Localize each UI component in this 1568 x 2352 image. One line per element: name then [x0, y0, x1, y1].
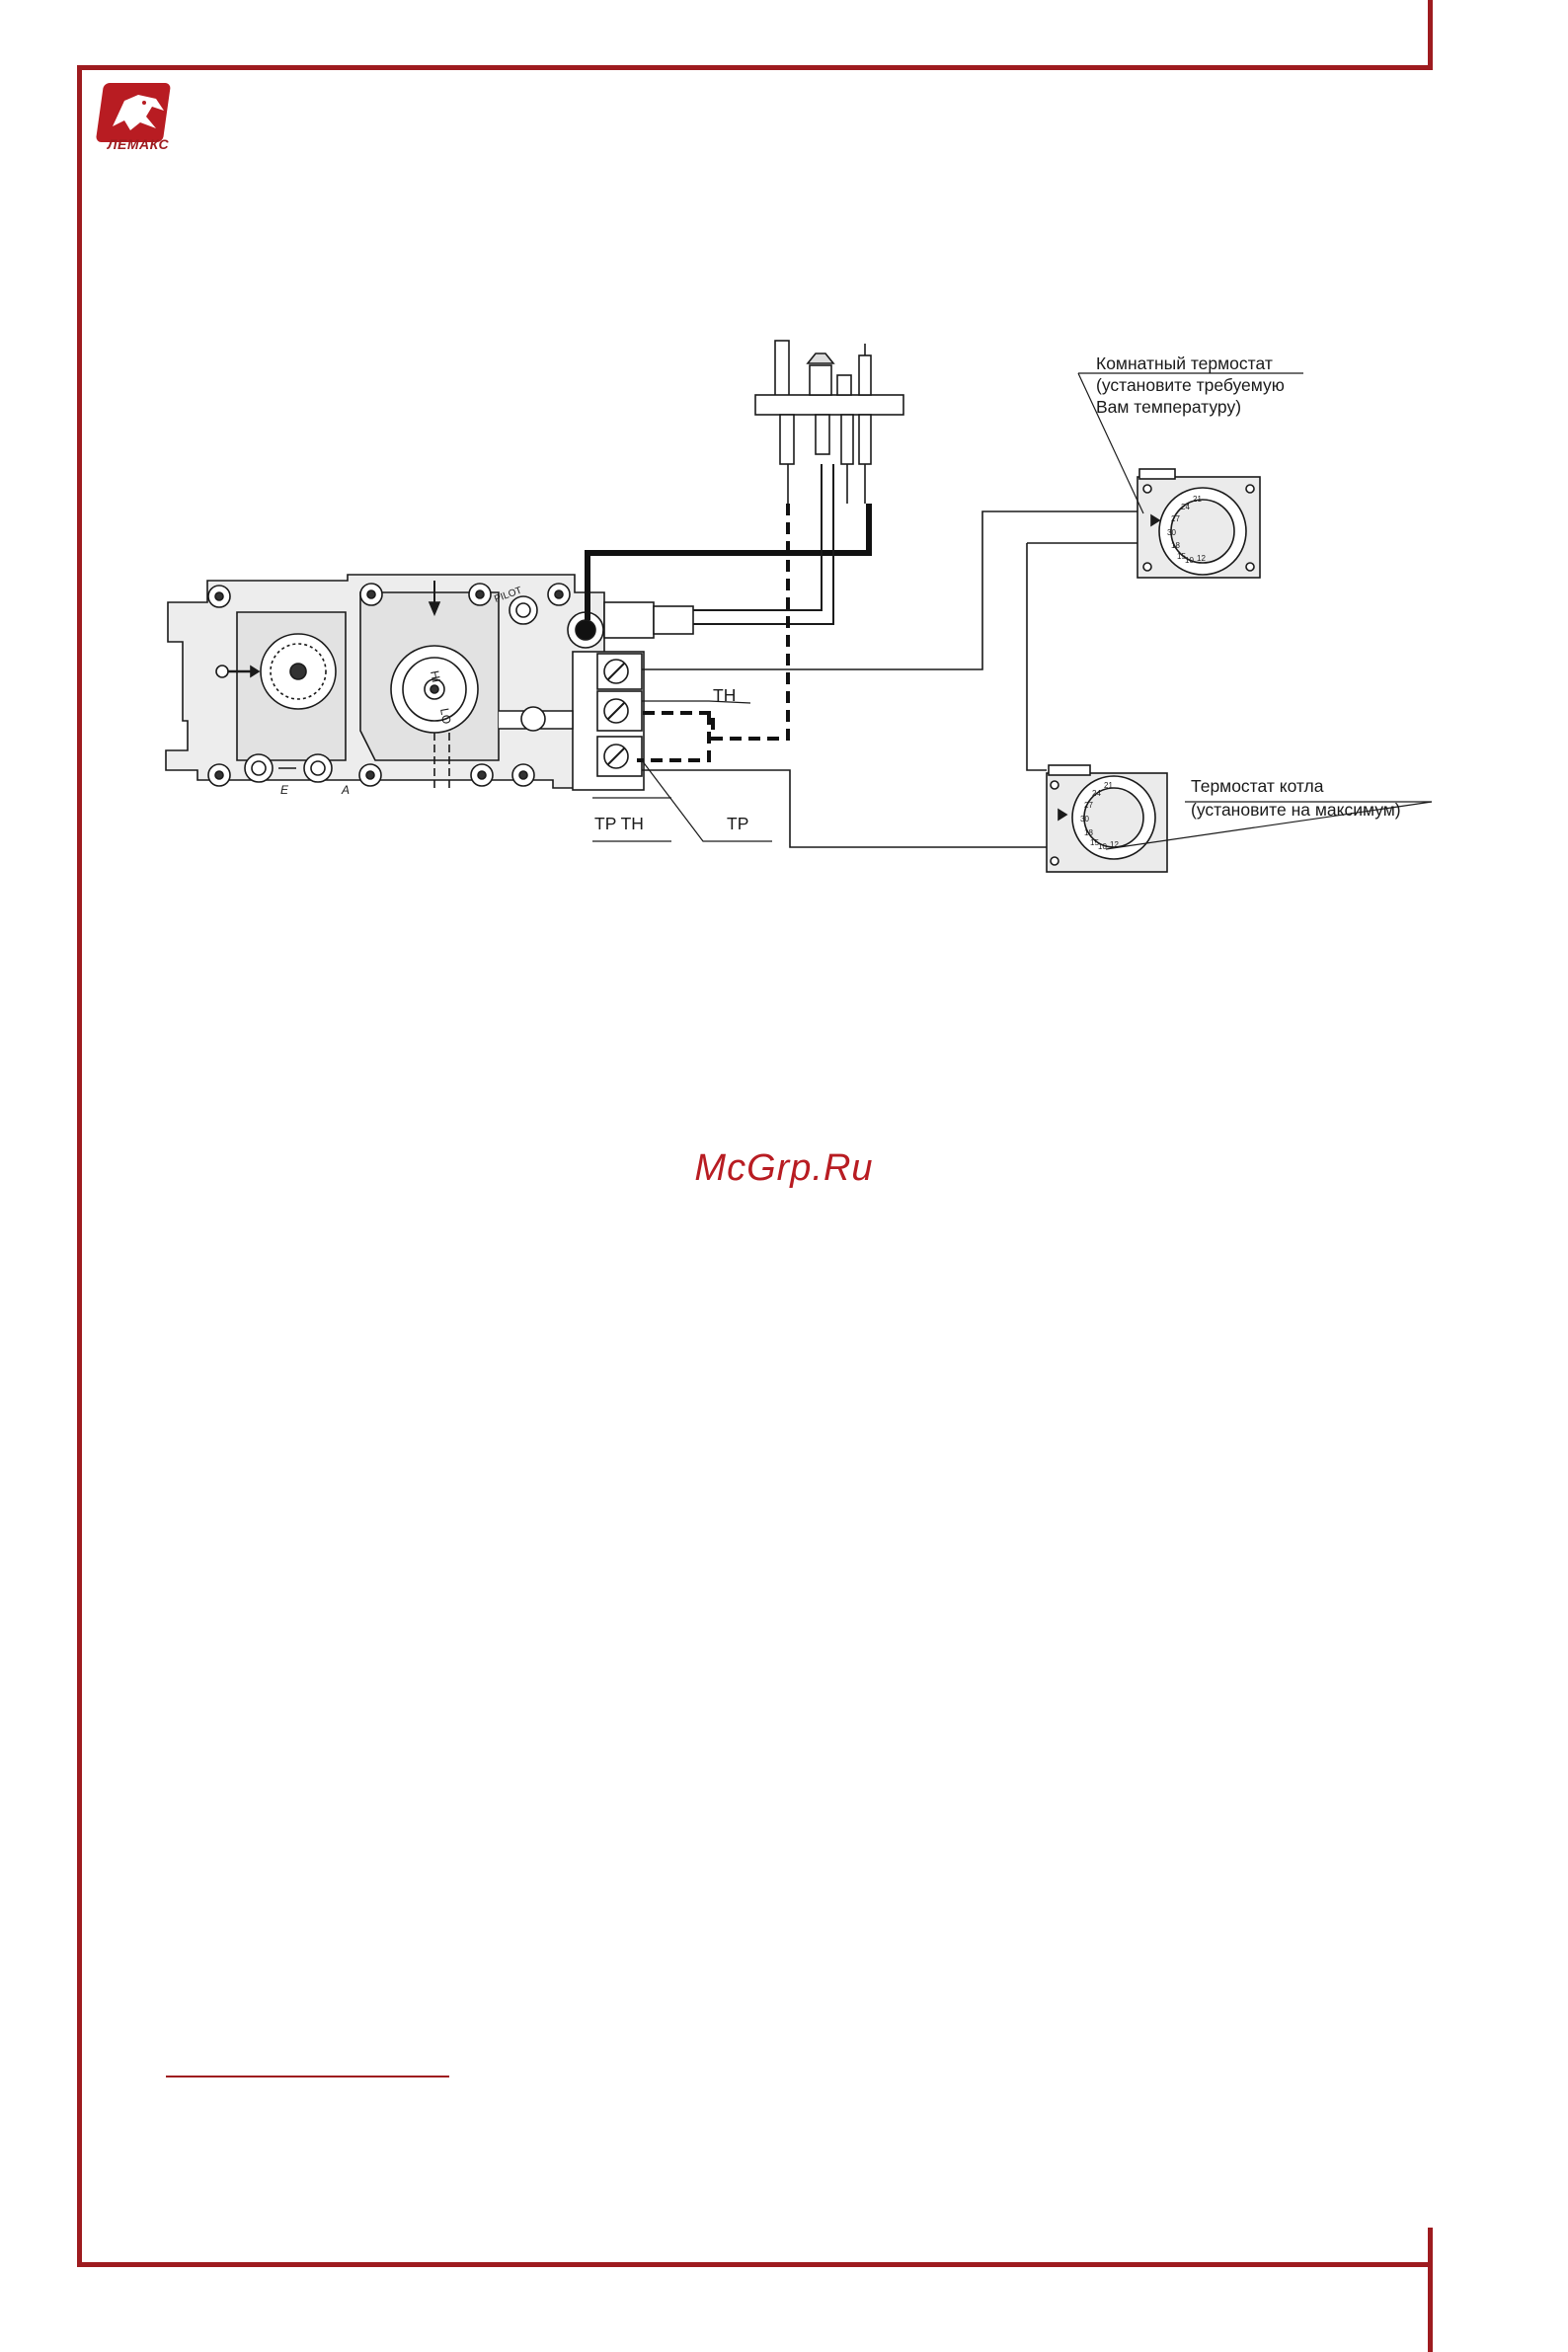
pilot-gas-tube — [693, 464, 822, 610]
valve-hi-mark: HI — [428, 669, 443, 683]
tp-terminal-label: TP — [727, 814, 748, 834]
valve-lo-mark: LO — [437, 707, 454, 725]
room-dial-18: 18 — [1171, 541, 1180, 550]
room-dial-12: 12 — [1197, 554, 1206, 563]
boiler-dial-21: 21 — [1104, 781, 1113, 790]
room-thermostat-label-line3: Вам температуру) — [1096, 397, 1241, 418]
room-thermostat-label-line2: (установите требуемую — [1096, 375, 1285, 396]
room-thermostat-wire-b — [1027, 543, 1137, 770]
boiler-dial-27: 27 — [1084, 801, 1093, 810]
room-dial-10: 10 — [1185, 556, 1194, 565]
boiler-thermostat-wire — [642, 770, 1047, 847]
boiler-dial-10: 10 — [1098, 842, 1107, 851]
room-dial-27: 27 — [1171, 514, 1180, 523]
room-dial-30: 30 — [1167, 528, 1176, 537]
boiler-dial-24: 24 — [1092, 789, 1101, 798]
footnote-rule — [166, 2076, 449, 2078]
valve-a-mark: A — [341, 783, 350, 797]
room-dial-24: 24 — [1181, 503, 1190, 511]
room-thermostat-wire-a — [642, 511, 1137, 669]
room-thermostat-label-line1: Комнатный термостат — [1096, 353, 1273, 374]
room-dial-21: 21 — [1193, 495, 1202, 504]
th-terminal-label: TH — [713, 685, 736, 706]
boiler-dial-18: 18 — [1084, 828, 1093, 837]
boiler-dial-12: 12 — [1110, 840, 1119, 849]
boiler-dial-30: 30 — [1080, 815, 1089, 823]
boiler-thermostat-label-line1: Термостат котла — [1191, 776, 1324, 797]
gas-valve — [166, 575, 604, 788]
boiler-thermostat-label-line2: (установите на максимум) — [1191, 800, 1401, 821]
pilot-burner — [755, 341, 903, 504]
tp-th-terminal-label: TP TH — [594, 814, 644, 834]
valve-e-mark: E — [280, 783, 289, 797]
watermark: McGrp.Ru — [0, 1147, 1568, 1190]
